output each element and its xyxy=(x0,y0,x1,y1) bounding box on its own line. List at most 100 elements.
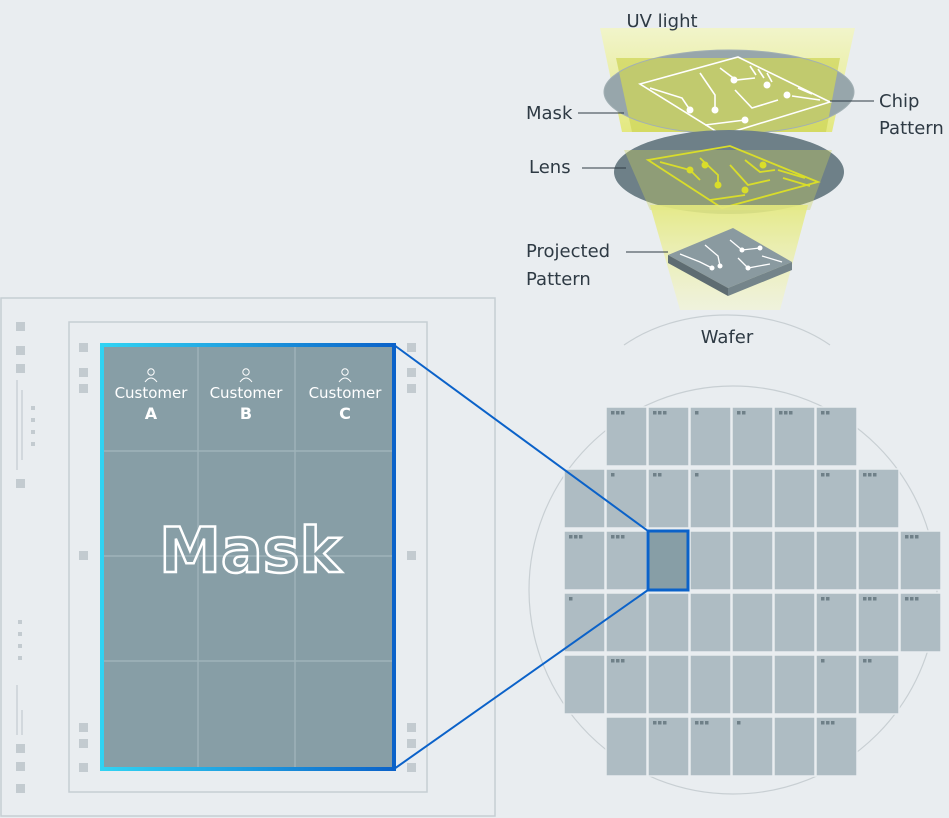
die-mark xyxy=(868,659,872,663)
wafer-die xyxy=(563,530,606,591)
die-mark xyxy=(863,659,867,663)
wafer-die xyxy=(731,406,774,467)
wafer-die xyxy=(857,654,900,715)
wafer-die xyxy=(647,716,690,777)
die-mark xyxy=(821,473,825,477)
die-mark xyxy=(737,411,741,415)
die-mark xyxy=(695,473,699,477)
die-mark xyxy=(826,473,830,477)
wafer-die xyxy=(857,592,900,653)
wafer-die xyxy=(689,468,732,529)
alignment-marks-right xyxy=(407,343,416,772)
die-mark xyxy=(910,597,914,601)
wafer-die xyxy=(647,468,690,529)
die-mark xyxy=(910,535,914,539)
wafer-die xyxy=(773,468,816,529)
die-mark xyxy=(569,535,573,539)
wafer-die xyxy=(731,530,774,591)
mask-title: Mask xyxy=(159,514,342,587)
lens-disc xyxy=(614,130,844,214)
lithography-stack: UV light Mask Lens Chip Pattern Projecte… xyxy=(526,11,944,348)
mask-field xyxy=(100,343,396,771)
highlighted-die xyxy=(646,529,690,592)
person-icon xyxy=(144,368,158,383)
die-mark xyxy=(826,721,830,725)
wafer-die xyxy=(647,654,690,715)
die-grid xyxy=(563,406,942,777)
wafer-die xyxy=(563,654,606,715)
wafer-die xyxy=(815,716,858,777)
die-mark xyxy=(616,411,620,415)
wafer-die xyxy=(689,592,732,653)
wafer-die xyxy=(773,406,816,467)
customer-c-cell: Customer C xyxy=(309,368,382,423)
wafer-die xyxy=(605,654,648,715)
leader-lines xyxy=(578,100,874,253)
wafer-die xyxy=(605,468,648,529)
die-mark xyxy=(873,473,877,477)
die-mark xyxy=(616,535,620,539)
wafer-die xyxy=(815,406,858,467)
die-mark xyxy=(873,597,877,601)
wafer-die xyxy=(731,468,774,529)
die-mark xyxy=(621,659,625,663)
wafer-die xyxy=(605,530,648,591)
die-mark xyxy=(663,721,667,725)
die-mark xyxy=(789,411,793,415)
die-mark xyxy=(653,411,657,415)
die-mark xyxy=(784,411,788,415)
wafer-die xyxy=(899,592,942,653)
projected-chip xyxy=(668,228,792,296)
die-mark xyxy=(695,721,699,725)
wafer-die xyxy=(773,592,816,653)
die-mark xyxy=(915,535,919,539)
wafer-die xyxy=(731,592,774,653)
die-mark xyxy=(915,597,919,601)
wafer-die xyxy=(689,530,732,591)
die-mark xyxy=(611,473,615,477)
customer-id: B xyxy=(240,404,252,423)
die-mark xyxy=(611,659,615,663)
wafer-die xyxy=(605,716,648,777)
lens-pattern-pads xyxy=(686,161,767,194)
die-mark xyxy=(742,411,746,415)
customer-b-cell: Customer B xyxy=(210,368,284,423)
person-icon xyxy=(239,368,253,383)
wafer-die xyxy=(857,530,900,591)
die-mark xyxy=(863,473,867,477)
zoom-lines xyxy=(393,344,649,770)
die-mark xyxy=(653,473,657,477)
customer-a-cell: Customer A xyxy=(115,368,189,423)
die-mark xyxy=(700,721,704,725)
wafer-die xyxy=(689,406,732,467)
die-mark xyxy=(821,659,825,663)
wafer-die xyxy=(689,716,732,777)
wafer-die xyxy=(899,530,942,591)
die-mark xyxy=(737,721,741,725)
wafer-label: Wafer xyxy=(701,327,754,348)
die-mark xyxy=(826,597,830,601)
wafer-die xyxy=(773,530,816,591)
alignment-lines-left xyxy=(16,380,23,735)
alignment-marks-left xyxy=(16,322,88,793)
wafer-arc xyxy=(623,314,831,346)
wafer-die xyxy=(815,530,858,591)
die-mark xyxy=(821,411,825,415)
die-mark xyxy=(653,721,657,725)
projected-pattern-label-line1: Projected xyxy=(526,241,610,262)
die-mark xyxy=(658,473,662,477)
wafer-die xyxy=(815,592,858,653)
customer-label: Customer xyxy=(115,384,189,402)
wafer-die xyxy=(815,654,858,715)
wafer-die xyxy=(773,654,816,715)
chip-pattern-label-line2: Pattern xyxy=(879,118,944,139)
mask-plate: Customer A Customer B Customer C Mask xyxy=(0,297,496,817)
die-mark xyxy=(574,535,578,539)
customer-label: Customer xyxy=(210,384,284,402)
wafer-die xyxy=(773,716,816,777)
customer-id: A xyxy=(145,404,158,423)
die-mark xyxy=(826,411,830,415)
customer-id: C xyxy=(339,404,351,423)
wafer-die xyxy=(815,468,858,529)
